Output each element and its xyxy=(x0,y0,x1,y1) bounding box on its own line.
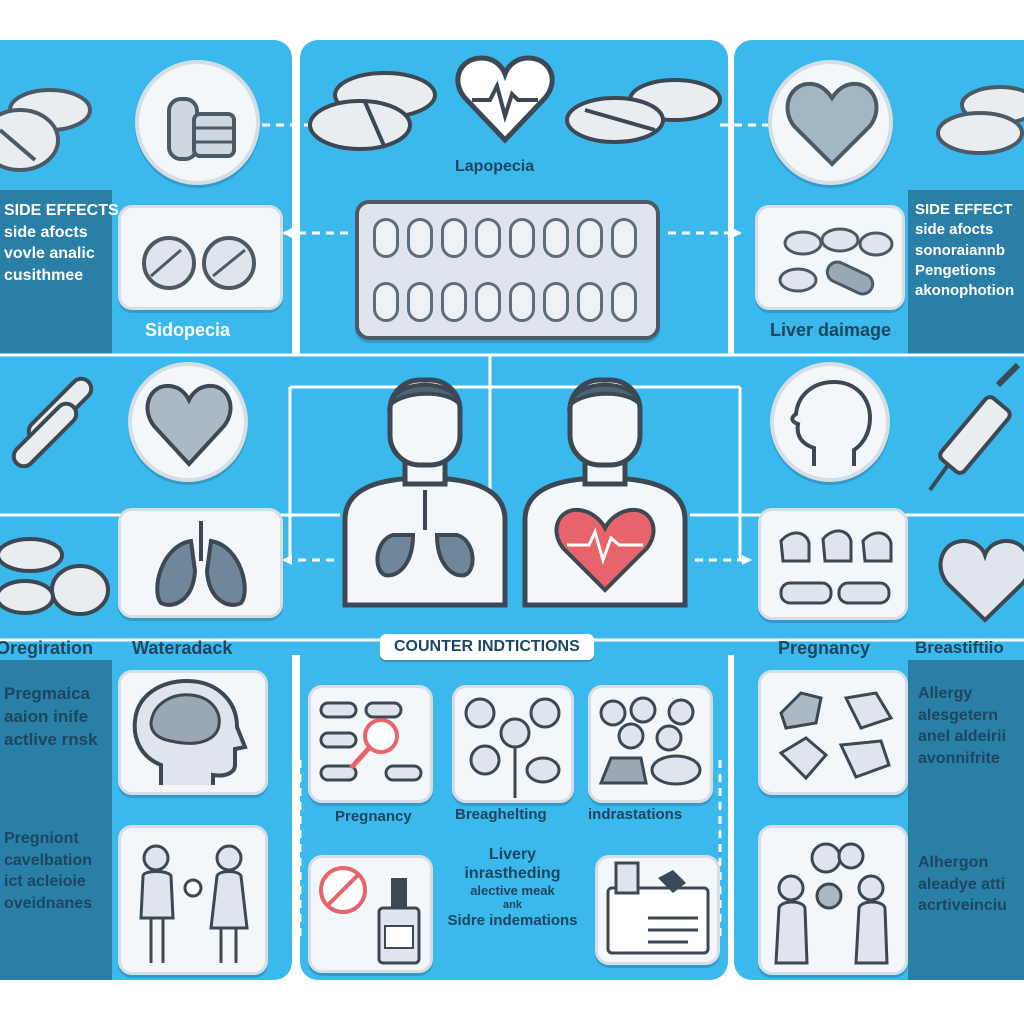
left-block3: Pregmaica aaion inife actlive rnsk xyxy=(4,684,98,749)
heart-pulse-icon xyxy=(455,55,555,144)
person-heart-figure xyxy=(522,377,688,608)
bottom-card1-label: Pregnancy xyxy=(335,808,412,825)
left-strip-2 xyxy=(0,660,112,980)
bandages-icon xyxy=(11,376,94,469)
right-side-effects-block: SIDE EFFECT side afocts sonoraiannb Peng… xyxy=(915,201,1015,299)
capsules-icon xyxy=(778,227,894,296)
pills-magnifier-card xyxy=(308,685,433,803)
thumb-icon-circle xyxy=(135,60,260,185)
pills-card-left xyxy=(118,205,283,310)
syringe-icon xyxy=(928,362,1021,492)
right-block4: Alhergon aleadye atti acrtiveinciu xyxy=(918,854,1007,915)
bottom-card3-label: indrastations xyxy=(588,806,683,823)
people-allergy-card xyxy=(758,825,908,975)
right-card2-label: Pregnancy xyxy=(778,638,871,658)
document-card xyxy=(595,855,720,965)
heart-anatomy-icon xyxy=(145,383,233,467)
pills-cluster-icon xyxy=(598,696,702,786)
no-smoking-card xyxy=(308,855,433,973)
left-card3-label: Wateradack xyxy=(132,638,233,658)
pills-capsules-card-right xyxy=(755,205,905,310)
heart-icon-right xyxy=(938,538,1024,623)
left-card1-label: Sidopecia xyxy=(145,320,231,340)
family-card xyxy=(118,825,268,975)
pills-shapes-card-right xyxy=(758,670,908,795)
right-strip-1 xyxy=(908,190,1024,355)
hands-pills-card xyxy=(758,508,908,620)
plant-pills-icon xyxy=(464,697,561,798)
left-side-effects-block: SIDE EFFECTS side afocts vovle analic cu… xyxy=(4,202,119,284)
center-banner: COUNTER INDTICTIONS xyxy=(380,634,594,660)
brain-head-icon xyxy=(132,678,248,785)
left-card2-label: Oregiration xyxy=(0,638,94,658)
pills-icon-top-left xyxy=(0,88,92,172)
magnifier-icon xyxy=(319,701,423,782)
bottom-center-text: Livery inrastheding alective meak ank Si… xyxy=(447,846,578,930)
heart-organ-circle-left xyxy=(128,362,248,482)
no-smoking-icon xyxy=(319,866,421,965)
bottom-card2-label: Breaghelting xyxy=(455,806,547,823)
round-pills-icon xyxy=(142,236,256,290)
right-strip-2 xyxy=(908,660,1024,980)
pill-shapes-icon xyxy=(778,691,894,781)
heart-organ-circle-top xyxy=(768,60,893,185)
pills-icon-mid-left xyxy=(0,537,110,616)
pills-icon-top-center-right xyxy=(565,78,722,144)
couple-icon xyxy=(139,844,249,963)
right-block3: Allergy alesgetern anel aldeirii avonnif… xyxy=(918,685,1007,767)
bottom-band xyxy=(0,985,1024,1024)
blister-pack xyxy=(355,200,660,340)
round-pills-card-bottom xyxy=(588,685,713,803)
heart-organ-icon xyxy=(785,81,879,167)
person-lungs-figure xyxy=(342,377,508,608)
page-title: Lapopecia xyxy=(455,158,535,175)
thumb-icon xyxy=(167,97,236,161)
right-card1-label: Liver daimage xyxy=(770,320,892,340)
people-allergy-icon xyxy=(774,842,889,965)
left-block4: Pregniont cavelbation ict acleioie oveid… xyxy=(4,830,93,912)
lungs-card xyxy=(118,508,283,618)
brain-card xyxy=(118,670,268,795)
right-card3-label: Breastiftiio xyxy=(915,638,1004,657)
lungs-icon xyxy=(155,521,247,607)
left-strip-1 xyxy=(0,190,112,355)
hands-pills-icon xyxy=(779,529,893,605)
document-icon xyxy=(606,861,710,955)
plant-pills-card xyxy=(452,685,574,803)
pills-icon-top-center-left xyxy=(308,71,437,151)
head-profile-icon xyxy=(790,379,873,466)
head-profile-circle xyxy=(770,362,890,482)
pills-icon-top-right xyxy=(936,85,1024,155)
